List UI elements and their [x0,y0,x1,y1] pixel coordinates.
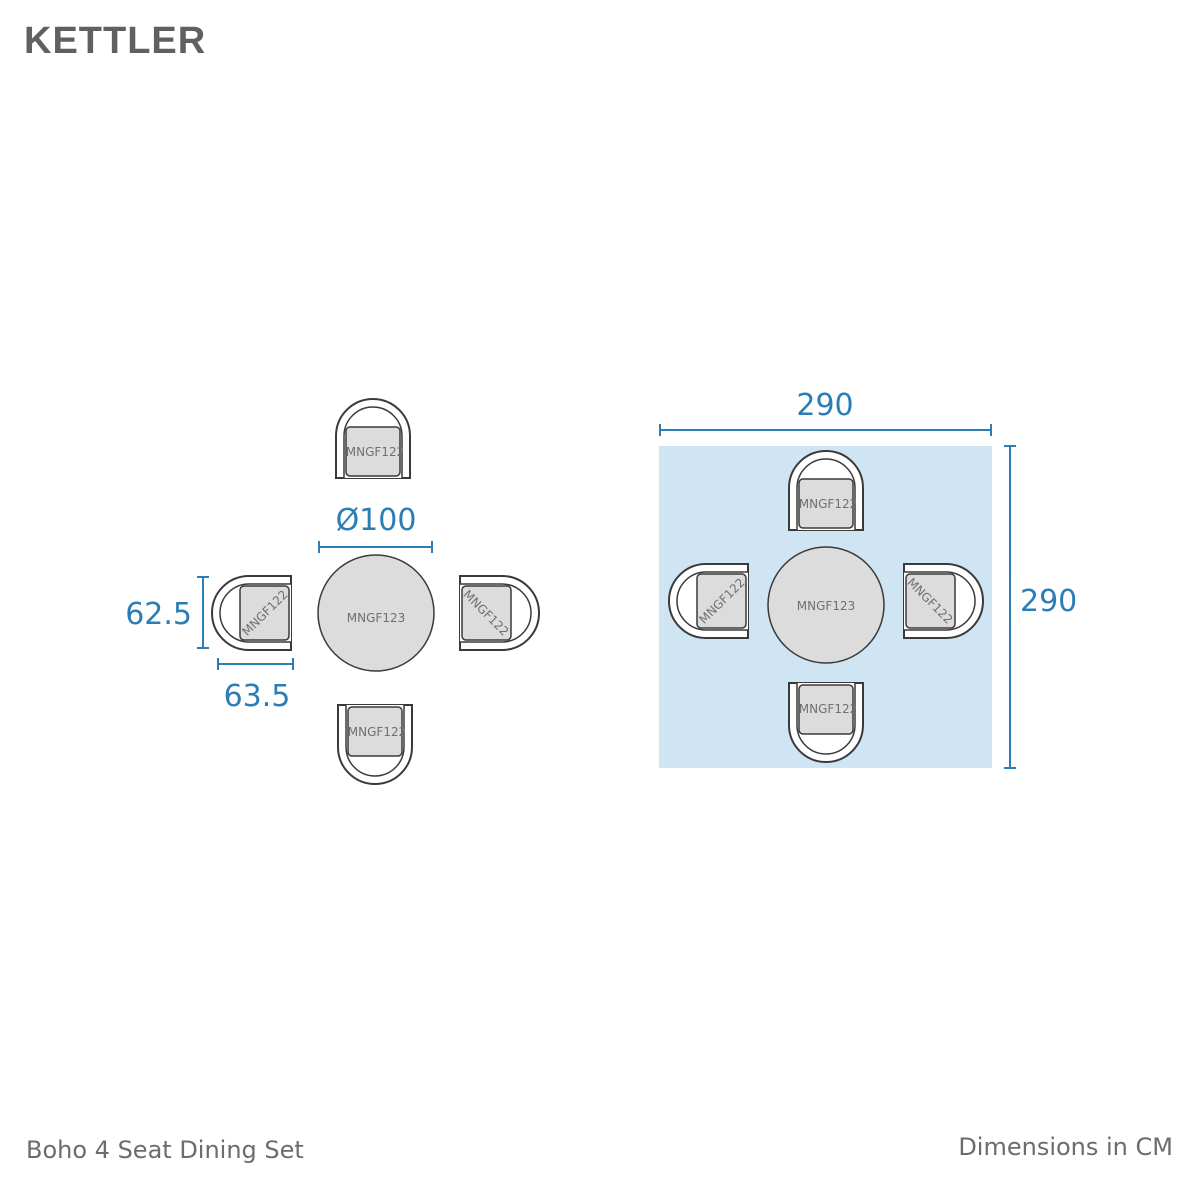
chair-bottom-left-plan: MNGF122 [337,704,413,785]
product-name: Boho 4 Seat Dining Set [26,1136,304,1164]
chair-top-right-plan: MNGF122 [788,450,864,531]
chair-width-dimension: 63.5 [217,658,294,714]
chair-bottom-right-plan: MNGF122 [788,682,864,763]
chair-code-label: MNGF122 [346,445,404,459]
kettler-logo: KETTLER [24,20,207,62]
area-depth-label: 290 [1020,584,1077,619]
table-right-plan: MNGF123 [767,546,885,664]
chair-right-right-plan: MNGF122 [903,563,984,639]
table-left-plan: MNGF123 [317,554,435,672]
chair-code-label: MNGF122 [799,497,857,511]
left-plan: MNGF122 MNGF122 MNGF122 MNGF122 MNGF123 … [125,398,540,785]
table-code-label: MNGF123 [797,599,855,613]
area-depth-dimension: 290 [1004,445,1077,769]
chair-right-left-plan: MNGF122 [459,575,540,651]
chair-width-label: 63.5 [224,679,291,714]
chair-depth-dimension: 62.5 [125,576,209,649]
chair-left-left-plan: MNGF122 [211,575,292,651]
area-width-label: 290 [796,388,853,423]
chair-left-right-plan: MNGF122 [668,563,749,639]
chair-code-label: MNGF122 [348,725,406,739]
chair-code-label: MNGF122 [799,702,857,716]
chair-depth-label: 62.5 [125,597,192,632]
chair-top-left-plan: MNGF122 [335,398,411,479]
table-code-label: MNGF123 [347,611,405,625]
area-width-dimension: 290 [659,388,992,436]
units-note: Dimensions in CM [958,1133,1173,1161]
table-diameter-dimension: Ø100 [318,503,433,553]
table-diameter-label: Ø100 [336,503,417,538]
right-plan: MNGF122 MNGF122 MNGF122 MNGF122 MNGF123 … [659,388,1077,769]
